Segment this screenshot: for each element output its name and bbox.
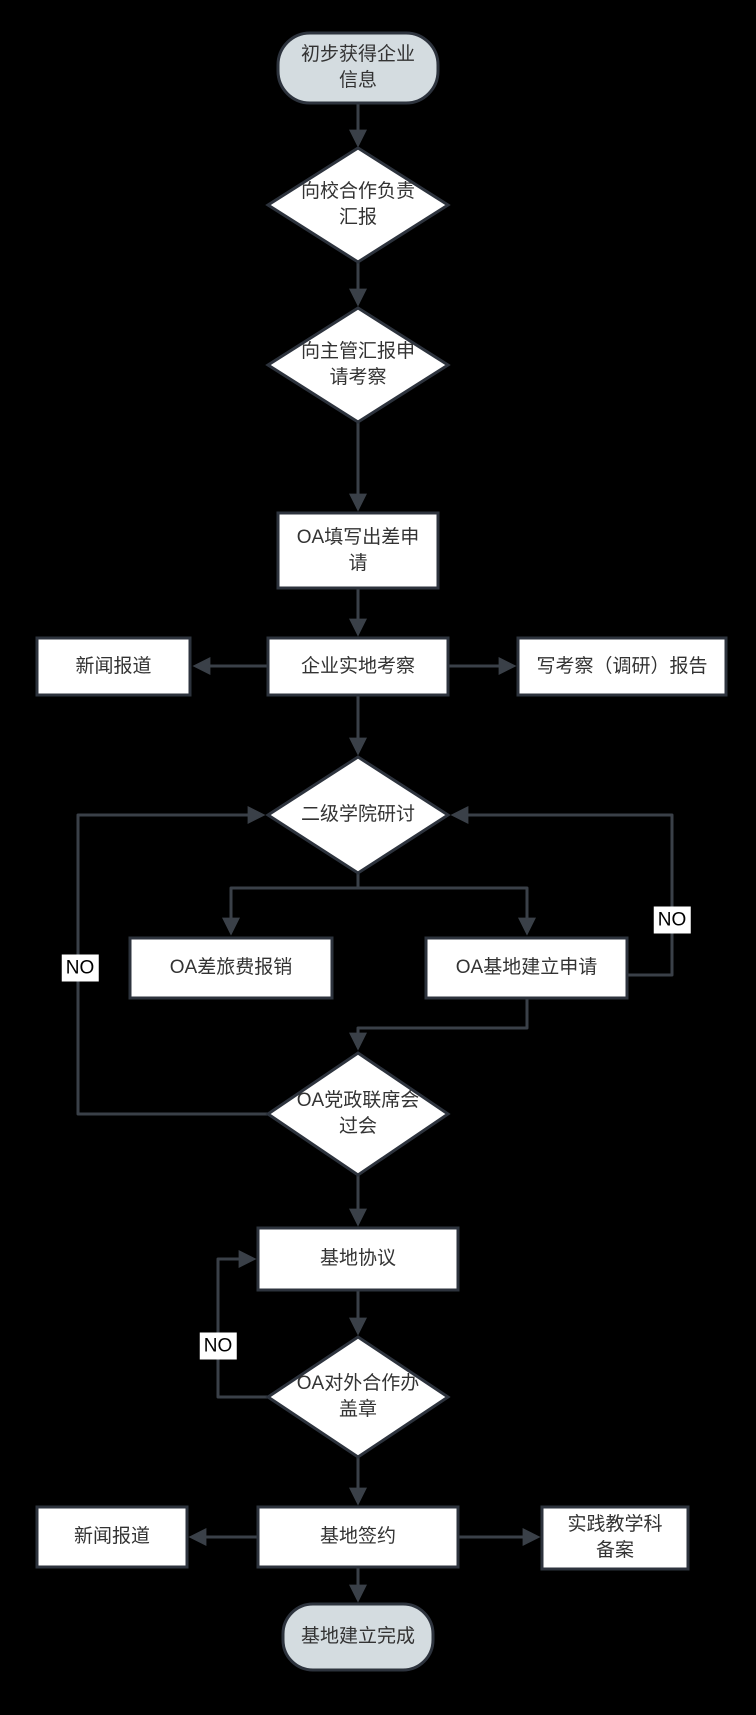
node-oa-expense-shape xyxy=(128,936,334,1000)
node-college-discussion-shape xyxy=(265,755,451,875)
edge-no-loop-right xyxy=(450,806,674,977)
no-label-left: NO xyxy=(61,954,99,982)
node-teaching-filing-shape xyxy=(540,1505,690,1571)
node-start-shape xyxy=(276,31,440,105)
node-joint-meeting-shape xyxy=(265,1051,451,1177)
node-base-agreement-shape xyxy=(256,1226,460,1292)
edge-no-loop-seal-to-agreement xyxy=(216,1250,268,1399)
edge-college-discussion-to-oa-base-application xyxy=(358,886,536,936)
node-oa-seal-shape xyxy=(265,1335,451,1459)
node-site-visit-shape xyxy=(266,636,450,697)
no-label-right: NO xyxy=(653,906,691,934)
node-oa-travel-shape xyxy=(276,511,440,590)
node-news1-shape xyxy=(35,636,192,697)
node-news2-shape xyxy=(35,1505,189,1569)
edge-oa-base-application-to-joint-meeting xyxy=(349,998,529,1051)
node-base-signing-shape xyxy=(256,1505,460,1569)
node-report-supervisor-shape xyxy=(265,306,451,424)
node-end-shape xyxy=(281,1602,435,1672)
node-oa-base-application-shape xyxy=(424,936,629,1000)
edge-college-discussion-to-oa-expense xyxy=(222,886,358,936)
no-label-bottom: NO xyxy=(199,1332,237,1360)
node-write-report-shape xyxy=(516,636,728,697)
node-report-school-shape xyxy=(265,146,451,264)
